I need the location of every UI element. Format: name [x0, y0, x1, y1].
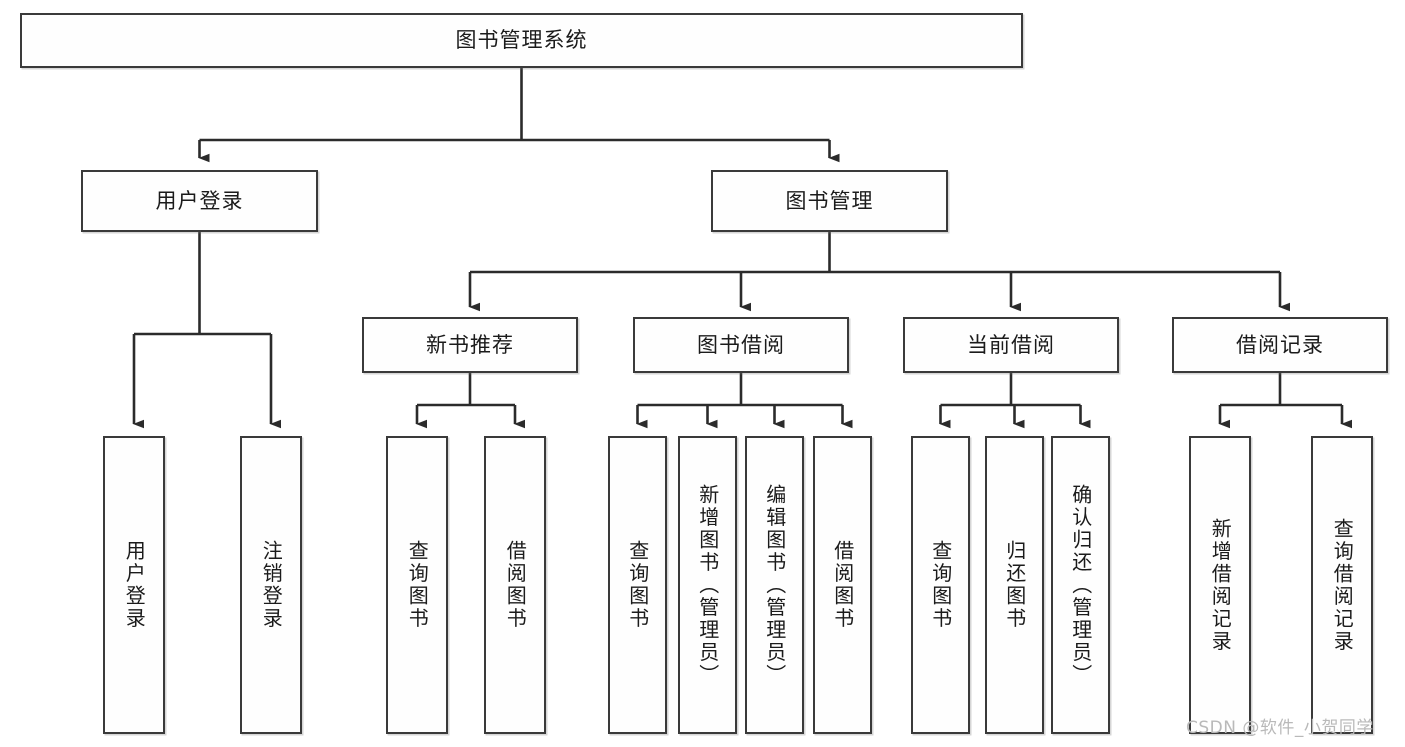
node-user-login[interactable]: 用户登录: [81, 170, 318, 232]
node-leaf-edit-book-label: 编辑图书（管理员）: [762, 483, 787, 687]
node-root-label: 图书管理系统: [455, 28, 588, 52]
node-leaf-logout[interactable]: 注销登录: [240, 436, 302, 734]
node-leaf-query-book-2[interactable]: 查询图书: [608, 436, 667, 734]
node-current-borrow[interactable]: 当前借阅: [903, 317, 1119, 373]
node-new-book-rec-label: 新书推荐: [426, 332, 514, 357]
node-borrow-record[interactable]: 借阅记录: [1172, 317, 1388, 373]
node-book-manage[interactable]: 图书管理: [711, 170, 948, 232]
node-leaf-query-book-2-label: 查询图书: [625, 540, 650, 630]
node-leaf-borrow-book-1-label: 借阅图书: [503, 540, 528, 630]
node-leaf-return-book[interactable]: 归还图书: [985, 436, 1044, 734]
node-leaf-query-book-3[interactable]: 查询图书: [911, 436, 970, 734]
node-leaf-query-book-3-label: 查询图书: [928, 540, 953, 630]
node-book-manage-label: 图书管理: [785, 188, 874, 213]
node-leaf-borrow-book-1[interactable]: 借阅图书: [484, 436, 546, 734]
node-borrow-record-label: 借阅记录: [1236, 332, 1324, 357]
node-leaf-add-book[interactable]: 新增图书（管理员）: [678, 436, 737, 734]
node-leaf-add-record-label: 新增借阅记录: [1208, 517, 1233, 653]
node-root[interactable]: 图书管理系统: [20, 13, 1023, 68]
node-leaf-query-record-label: 查询借阅记录: [1330, 517, 1355, 653]
node-leaf-add-book-label: 新增图书（管理员）: [695, 483, 720, 687]
csdn-watermark: CSDN @软件_小贺同学: [1186, 718, 1374, 738]
node-leaf-confirm-return[interactable]: 确认归还（管理员）: [1051, 436, 1110, 734]
node-new-book-rec[interactable]: 新书推荐: [362, 317, 578, 373]
node-book-borrow-label: 图书借阅: [697, 332, 785, 357]
node-leaf-borrow-book-2-label: 借阅图书: [830, 540, 855, 630]
node-leaf-user-login[interactable]: 用户登录: [103, 436, 165, 734]
node-leaf-query-book-1-label: 查询图书: [405, 540, 430, 630]
node-leaf-query-book-1[interactable]: 查询图书: [386, 436, 448, 734]
node-user-login-label: 用户登录: [155, 188, 244, 213]
node-current-borrow-label: 当前借阅: [967, 332, 1055, 357]
node-leaf-edit-book[interactable]: 编辑图书（管理员）: [745, 436, 804, 734]
node-leaf-user-login-label: 用户登录: [122, 540, 147, 630]
node-leaf-return-book-label: 归还图书: [1002, 540, 1027, 630]
node-book-borrow[interactable]: 图书借阅: [633, 317, 849, 373]
node-leaf-borrow-book-2[interactable]: 借阅图书: [813, 436, 872, 734]
node-leaf-add-record[interactable]: 新增借阅记录: [1189, 436, 1251, 734]
node-leaf-query-record[interactable]: 查询借阅记录: [1311, 436, 1373, 734]
node-leaf-logout-label: 注销登录: [259, 540, 284, 630]
node-leaf-confirm-return-label: 确认归还（管理员）: [1068, 483, 1093, 687]
